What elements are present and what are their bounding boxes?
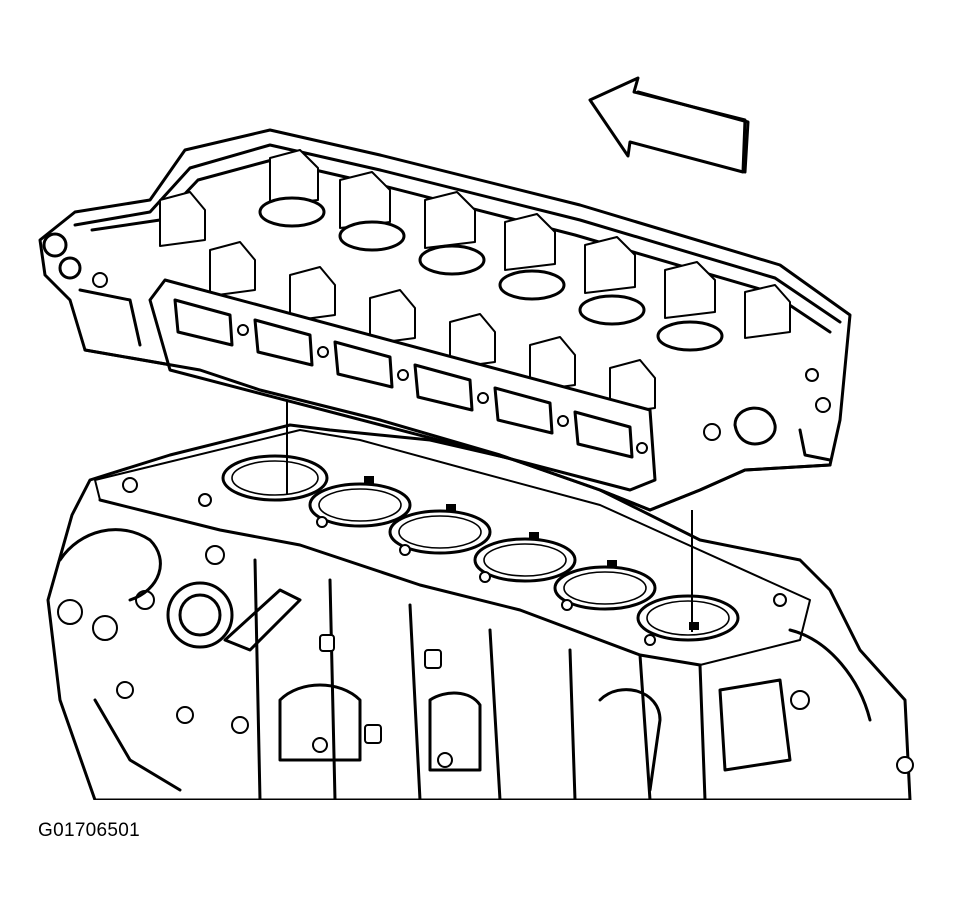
camshaft-journals bbox=[159, 149, 791, 415]
cylinder-head bbox=[38, 128, 852, 512]
front-direction-arrow bbox=[588, 76, 750, 174]
flange-studs bbox=[237, 324, 648, 454]
cylinder-bores bbox=[221, 454, 740, 642]
alignment-guide-lines bbox=[286, 395, 693, 632]
exhaust-ports bbox=[173, 298, 634, 459]
cylinder-head-installation-illustration bbox=[38, 76, 914, 800]
figure-caption: G01706501 bbox=[38, 820, 141, 841]
spark-plug-bores bbox=[258, 196, 724, 352]
engine-block bbox=[46, 423, 914, 800]
